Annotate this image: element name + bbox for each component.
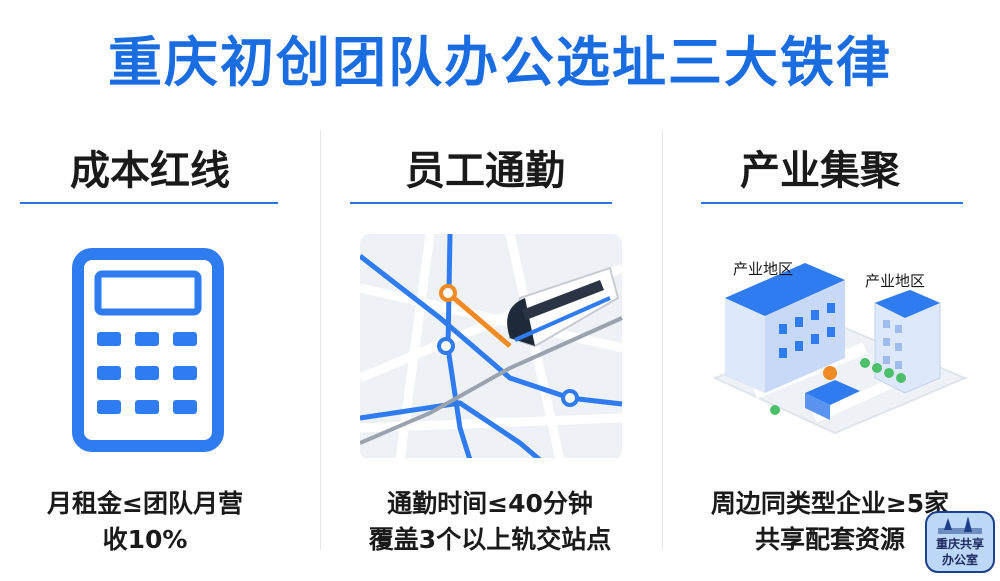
industrial-park-icon: 产业地区 产业地区 bbox=[712, 260, 968, 435]
heading-underline bbox=[20, 202, 278, 204]
column-divider bbox=[320, 130, 321, 550]
column-caption: 通勤时间≤40分钟 覆盖3个以上轨交站点 bbox=[368, 489, 612, 554]
metro-map-icon bbox=[360, 233, 624, 458]
heading-underline bbox=[350, 202, 612, 204]
heading-underline bbox=[701, 202, 963, 204]
column-heading: 产业集聚 bbox=[740, 148, 900, 194]
area-label: 产业地区 bbox=[865, 272, 925, 290]
svg-text:重庆共享: 重庆共享 bbox=[936, 536, 984, 551]
column-divider bbox=[662, 130, 663, 550]
page-title: 重庆初创团队办公选址三大铁律 bbox=[108, 31, 892, 94]
column-heading: 成本红线 bbox=[70, 148, 230, 194]
column-commute: 员工通勤 通勤时间≤40分钟 覆盖3个以上轨交站点 bbox=[350, 128, 650, 568]
column-industry: 产业集聚 产业地区 产 bbox=[685, 128, 985, 568]
column-caption: 周边同类型企业≥5家 共享配套资源 bbox=[710, 489, 950, 554]
column-heading: 员工通勤 bbox=[405, 148, 565, 194]
area-label: 产业地区 bbox=[733, 260, 793, 278]
svg-text:办公室: 办公室 bbox=[942, 552, 978, 567]
calculator-icon bbox=[72, 248, 224, 452]
column-cost: 成本红线 月租金≤团队月营 收10% bbox=[20, 128, 320, 568]
brand-badge-logo: 重庆共享 办公室 bbox=[925, 511, 995, 573]
column-caption: 月租金≤团队月营 收10% bbox=[47, 489, 243, 554]
